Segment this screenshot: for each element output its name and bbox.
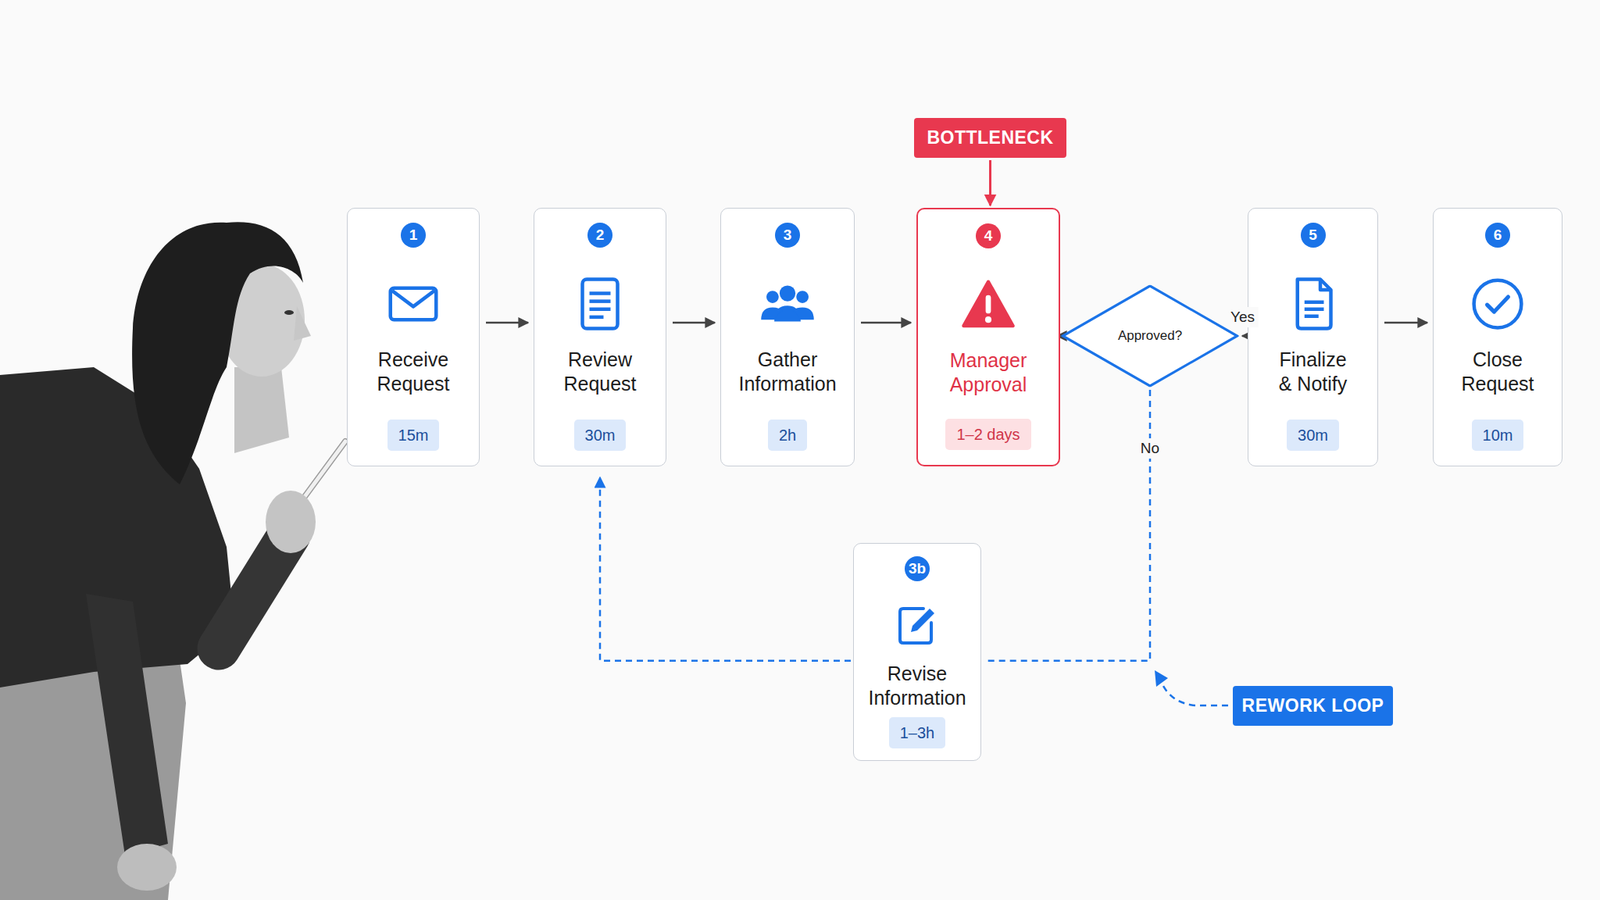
decision-text: Approved? (1117, 328, 1183, 344)
icon-graphic (1469, 275, 1526, 333)
nose (293, 306, 311, 341)
edge-label: No (1137, 438, 1163, 459)
icon-graphic (571, 275, 629, 333)
raised-forearm (218, 535, 290, 649)
step-icon (1469, 264, 1526, 343)
step-number: 4 (975, 223, 1001, 249)
step-icon (892, 594, 943, 658)
duration-pill: 15m (387, 419, 440, 451)
trousers (0, 648, 186, 900)
knee-hand (117, 843, 177, 891)
flow-arrow (989, 160, 992, 206)
icon-graphic (960, 276, 1017, 333)
icon-graphic (759, 275, 816, 333)
step-number: 3 (775, 222, 800, 248)
bottleneck-step-box: 4Manager Approval 1–2 days (916, 207, 1061, 467)
process-box: 5Finalize & Notify 30m (1247, 207, 1379, 467)
process-box: 3bRevise Information 1–3h (853, 542, 982, 761)
step-title: Receive Request (358, 347, 468, 397)
step-icon (960, 265, 1017, 344)
process-box: 6Close Request 10m (1432, 207, 1563, 467)
step-title: Review Request (545, 347, 655, 397)
process-box: 1Receive Request 15m (346, 207, 480, 467)
step-title: Close Request (1442, 347, 1553, 397)
flow-arrow (672, 321, 715, 325)
rework-leader-line (1160, 681, 1229, 706)
rework-loop-tag: REWORK LOOP (1232, 685, 1393, 726)
step-icon (1285, 264, 1342, 343)
flow-arrow (1242, 335, 1243, 338)
rework-leader-head (1154, 670, 1168, 687)
flow-arrow (1384, 321, 1428, 325)
duration-pill: 30m (574, 419, 627, 451)
step-title: Revise Information (862, 661, 972, 711)
duration-pill: 10m (1471, 419, 1525, 451)
hand (265, 490, 316, 554)
duration-pill: 2h (767, 419, 808, 451)
duration-pill: 30m (1286, 419, 1340, 451)
icon-graphic (1285, 275, 1342, 333)
step-number: 3b (904, 556, 930, 582)
neck (234, 367, 290, 454)
step-number: 5 (1300, 222, 1326, 248)
step-title: Gather Information (732, 347, 843, 397)
icon-graphic (892, 600, 943, 651)
tag-text: BOTTLENECK (926, 127, 1054, 149)
step-icon (571, 264, 629, 343)
rework-connector (600, 477, 851, 661)
eye (284, 310, 294, 315)
step-title: Manager Approval (933, 348, 1043, 397)
process-box: 3Gather Information 2h (720, 207, 855, 467)
step-number: 1 (400, 222, 426, 248)
icon-graphic (385, 275, 442, 333)
hair (132, 221, 304, 485)
duration-pill: 1–2 days (945, 418, 1031, 450)
bottleneck-tag: BOTTLENECK (914, 117, 1067, 158)
step-number: 6 (1485, 222, 1511, 248)
step-title: Finalize & Notify (1271, 347, 1354, 397)
flow-arrow (485, 321, 529, 325)
tag-text: REWORK LOOP (1242, 695, 1385, 717)
lower-arm (85, 593, 168, 856)
decision-diamond: Approved? (1060, 284, 1240, 388)
edge-label: Yes (1227, 307, 1258, 328)
duration-pill: 1–3h (889, 717, 947, 749)
step-number: 2 (587, 222, 613, 248)
process-box: 2Review Request 30m (533, 207, 667, 467)
step-icon (759, 264, 816, 343)
flow-arrow (860, 321, 911, 325)
step-icon (385, 264, 442, 343)
